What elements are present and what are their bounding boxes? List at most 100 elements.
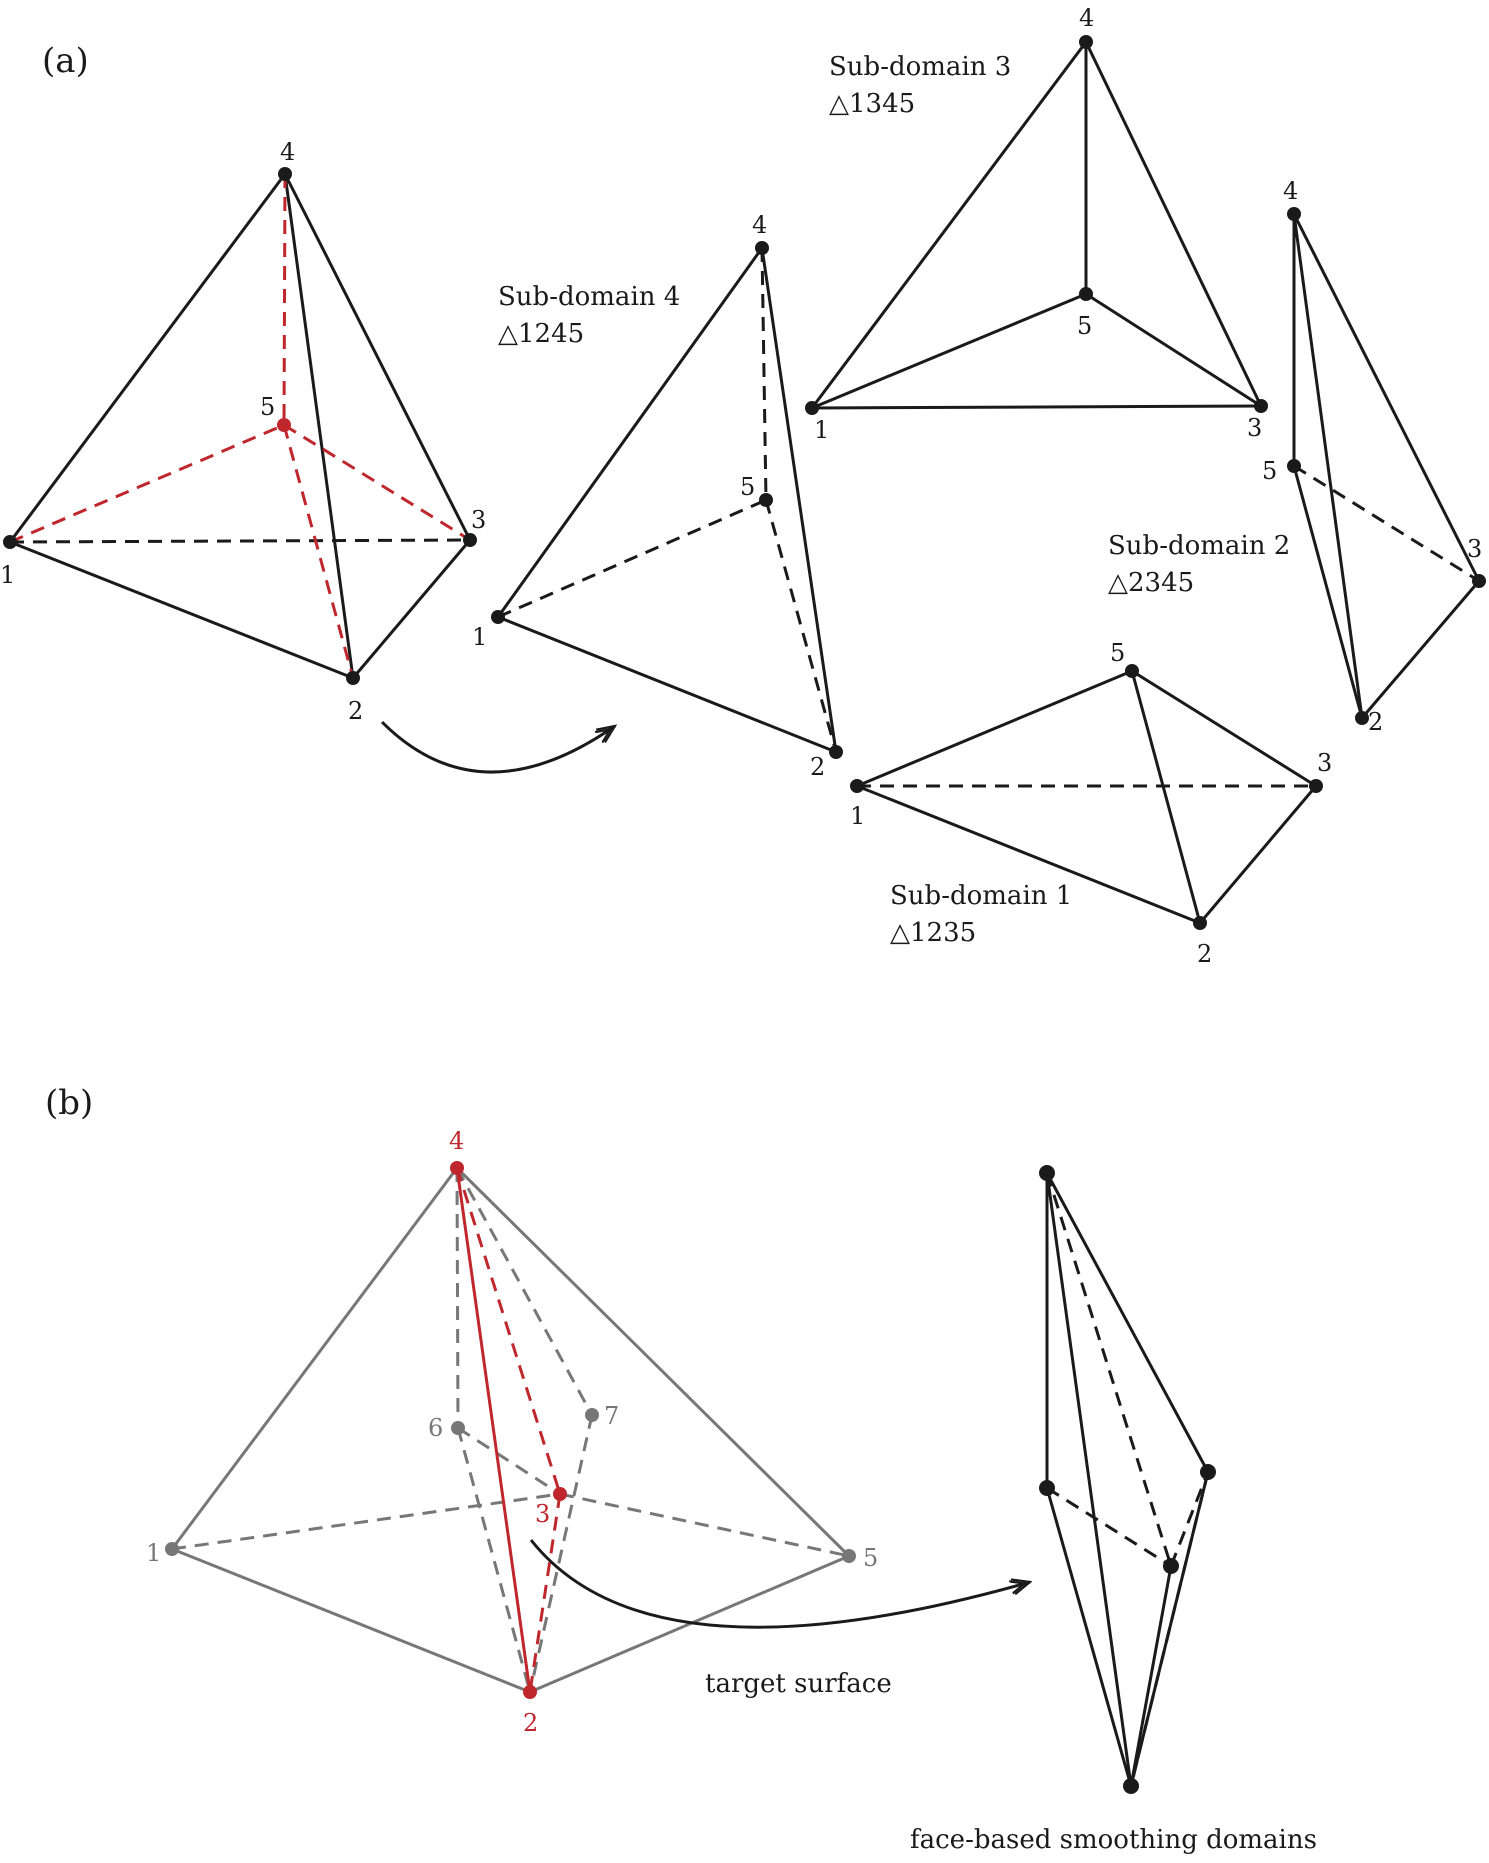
vertex-3 <box>463 533 477 547</box>
b-vertex-1 <box>165 1542 179 1556</box>
sd4-vertex-1 <box>491 610 505 624</box>
sd4-label-5: 5 <box>740 473 755 501</box>
vertex-1 <box>3 535 17 549</box>
b-label-6: 6 <box>428 1414 443 1442</box>
sd4-edge-4-5 <box>760 247 768 501</box>
face-based-smoothing-domains-label: face-based smoothing domains <box>910 1825 1317 1855</box>
sd2-title: Sub-domain 2 <box>1108 531 1290 561</box>
sd2-label-5: 5 <box>1262 457 1277 485</box>
b-edge-7-2 <box>528 1414 594 1693</box>
sd4-vertex-5 <box>759 493 773 507</box>
b-label-3: 3 <box>535 1500 550 1528</box>
b-edge-3-5 <box>559 1492 850 1558</box>
sd4-edge-1-5 <box>497 498 767 619</box>
arrow-b <box>529 1539 1030 1629</box>
sd1-label-5: 5 <box>1110 639 1125 667</box>
main-tetrahedron-b <box>170 1166 851 1694</box>
sub-domain-2: 4 5 2 3 Sub-domain 2 △2345 <box>1108 177 1486 736</box>
edge-1-5-hidden <box>9 423 285 544</box>
sd1-title: Sub-domain 1 <box>890 881 1072 911</box>
sd3-label-4: 4 <box>1079 4 1094 32</box>
sd2-vertex-2 <box>1355 711 1369 725</box>
edge-1-3-hidden <box>9 538 471 544</box>
fb-vertex-top <box>1039 1165 1055 1181</box>
label-5: 5 <box>260 393 275 421</box>
b-label-5: 5 <box>863 1544 878 1572</box>
sd2-edge-5-2 <box>1292 465 1364 719</box>
face-based-smoothing-domains <box>1039 1165 1216 1794</box>
b-vertex-6 <box>451 1421 465 1435</box>
edge-1-2 <box>9 540 354 680</box>
vertex-2 <box>346 671 360 685</box>
panel-b-label: (b) <box>45 1083 93 1123</box>
sd2-vertex-4 <box>1287 207 1301 221</box>
fb-vertex-left <box>1039 1480 1055 1496</box>
sd4-vertex-2 <box>829 745 843 759</box>
fb-edge-center-right <box>1169 1471 1210 1567</box>
b-edge-1-2 <box>171 1547 531 1694</box>
label-4: 4 <box>280 138 295 166</box>
panel-b: (b) 1 5 6 7 <box>45 1083 1317 1855</box>
fb-edge-top-right <box>1045 1172 1210 1473</box>
label-1: 1 <box>0 561 15 589</box>
fb-edge-left-bottom <box>1045 1487 1133 1787</box>
sd3-label-3: 3 <box>1247 414 1262 442</box>
sd1-vertex-2 <box>1193 916 1207 930</box>
b-edge-4-3-target <box>455 1167 562 1495</box>
sd1-edge-5-3 <box>1131 669 1317 788</box>
sd1-label-1: 1 <box>850 802 865 830</box>
fb-vertex-center <box>1163 1558 1179 1574</box>
sd2-edge-2-3 <box>1360 580 1481 719</box>
sd1-edge-2-3 <box>1198 785 1318 924</box>
edge-4-5-hidden <box>282 173 287 426</box>
b-edge-3-2-target <box>528 1493 562 1693</box>
sd1-label-3: 3 <box>1317 749 1332 777</box>
sd4-label-2: 2 <box>810 753 825 781</box>
label-3: 3 <box>471 506 486 534</box>
sd1-label-2: 2 <box>1197 940 1212 968</box>
sub-domain-3: 1 3 4 5 Sub-domain 3 △1345 <box>805 4 1268 444</box>
sd2-label-4: 4 <box>1283 177 1298 205</box>
fb-edge-left-center <box>1046 1486 1172 1568</box>
b-edge-1-3 <box>171 1492 561 1551</box>
sd4-title: Sub-domain 4 <box>498 282 680 312</box>
b-edge-4-2-target <box>455 1167 532 1693</box>
fb-vertex-right <box>1200 1464 1216 1480</box>
sd3-label-1: 1 <box>814 416 829 444</box>
vertex-5 <box>277 418 291 432</box>
main-vertices-a <box>3 167 477 685</box>
sd2-edge-4-2 <box>1292 213 1364 719</box>
sub-domain-1: 1 5 3 2 Sub-domain 1 △1235 <box>850 639 1332 968</box>
sd1-triangle: △1235 <box>890 918 976 948</box>
b-edge-6-3 <box>457 1426 561 1496</box>
b-label-1: 1 <box>146 1539 161 1567</box>
panel-a-label: (a) <box>42 41 89 81</box>
b-vertex-4 <box>450 1161 464 1175</box>
sd2-label-2: 2 <box>1368 708 1383 736</box>
sd1-edge-1-2 <box>856 784 1201 925</box>
sd4-label-4: 4 <box>752 211 767 239</box>
b-edge-1-4 <box>170 1167 459 1550</box>
sd4-edge-1-2 <box>497 615 837 754</box>
target-surface-label: target surface <box>705 1669 892 1699</box>
fb-edge-right-bottom-dashed <box>1129 1471 1210 1787</box>
b-vertex-7 <box>585 1408 599 1422</box>
fb-edge-center-bottom <box>1129 1565 1173 1787</box>
edge-2-3 <box>351 539 472 679</box>
sd4-edge-5-2 <box>764 499 838 753</box>
b-vertex-5 <box>842 1549 856 1563</box>
sd2-vertex-3 <box>1472 574 1486 588</box>
b-label-4: 4 <box>449 1127 464 1155</box>
main-tetrahedron-a <box>8 173 472 680</box>
sd3-edge-5-3 <box>1085 292 1262 408</box>
sd3-vertex-1 <box>805 401 819 415</box>
sd3-edge-1-4 <box>810 41 1088 409</box>
sub-domain-4: 1 2 4 5 Sub-domain 4 △1245 <box>472 211 843 781</box>
sd1-vertex-1 <box>850 779 864 793</box>
fb-edge-top-bottom <box>1045 1172 1133 1787</box>
sd4-label-1: 1 <box>472 623 487 651</box>
edge-4-3 <box>283 173 472 541</box>
sd3-vertex-4 <box>1079 35 1093 49</box>
sd4-vertex-4 <box>755 241 769 255</box>
